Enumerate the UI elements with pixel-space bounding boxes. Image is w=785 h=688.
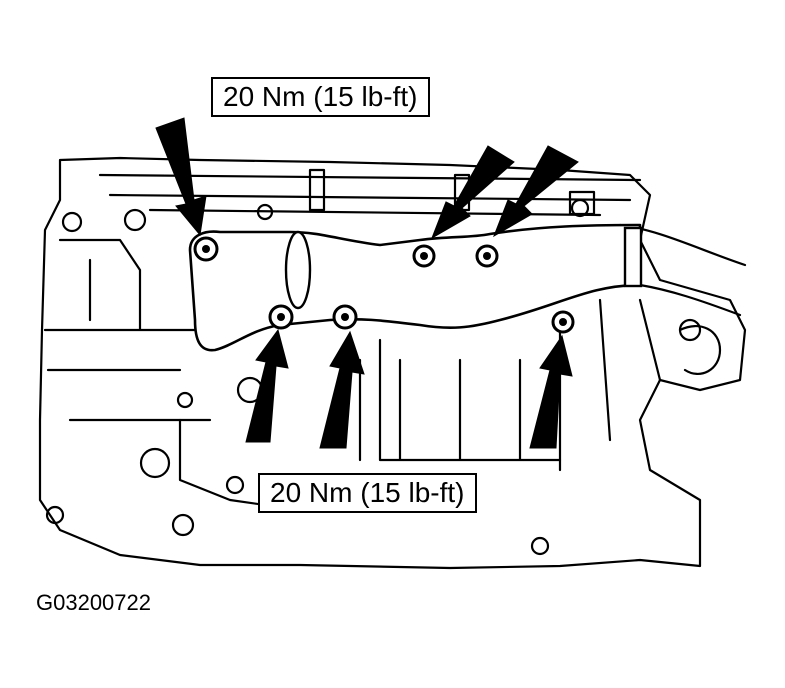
torque-callout-top: 20 Nm (15 lb-ft) bbox=[211, 77, 430, 117]
arrow-upper-right bbox=[493, 145, 579, 238]
boss-5 bbox=[139, 447, 171, 479]
arrow-upper-left bbox=[155, 117, 207, 237]
boss-1 bbox=[61, 211, 83, 233]
boss-3 bbox=[256, 203, 274, 221]
figure-id: G03200722 bbox=[36, 590, 151, 615]
boss-8 bbox=[225, 475, 245, 495]
boss-2 bbox=[123, 208, 147, 232]
boss-12 bbox=[678, 318, 702, 342]
post-1 bbox=[308, 168, 326, 212]
post-4 bbox=[568, 190, 596, 216]
manifold-pipe bbox=[188, 223, 642, 352]
boss-7 bbox=[45, 505, 65, 525]
arrow-lower-right bbox=[529, 334, 573, 449]
block-detail-left bbox=[43, 238, 212, 422]
torque-callout-bottom: 20 Nm (15 lb-ft) bbox=[258, 473, 477, 513]
crankcase-lower bbox=[178, 338, 562, 512]
boss-4 bbox=[570, 198, 590, 218]
manifold-band-1 bbox=[284, 230, 312, 310]
boss-6 bbox=[171, 513, 195, 537]
engine-block-outline bbox=[38, 156, 747, 570]
boss-9 bbox=[530, 536, 550, 556]
boss-10 bbox=[176, 391, 194, 409]
block-detail-right bbox=[558, 298, 722, 472]
arrow-lower-mid bbox=[319, 330, 365, 449]
arrow-upper-mid bbox=[431, 145, 515, 240]
arrow-lower-left bbox=[245, 328, 289, 443]
manifold-band-2 bbox=[623, 226, 643, 288]
